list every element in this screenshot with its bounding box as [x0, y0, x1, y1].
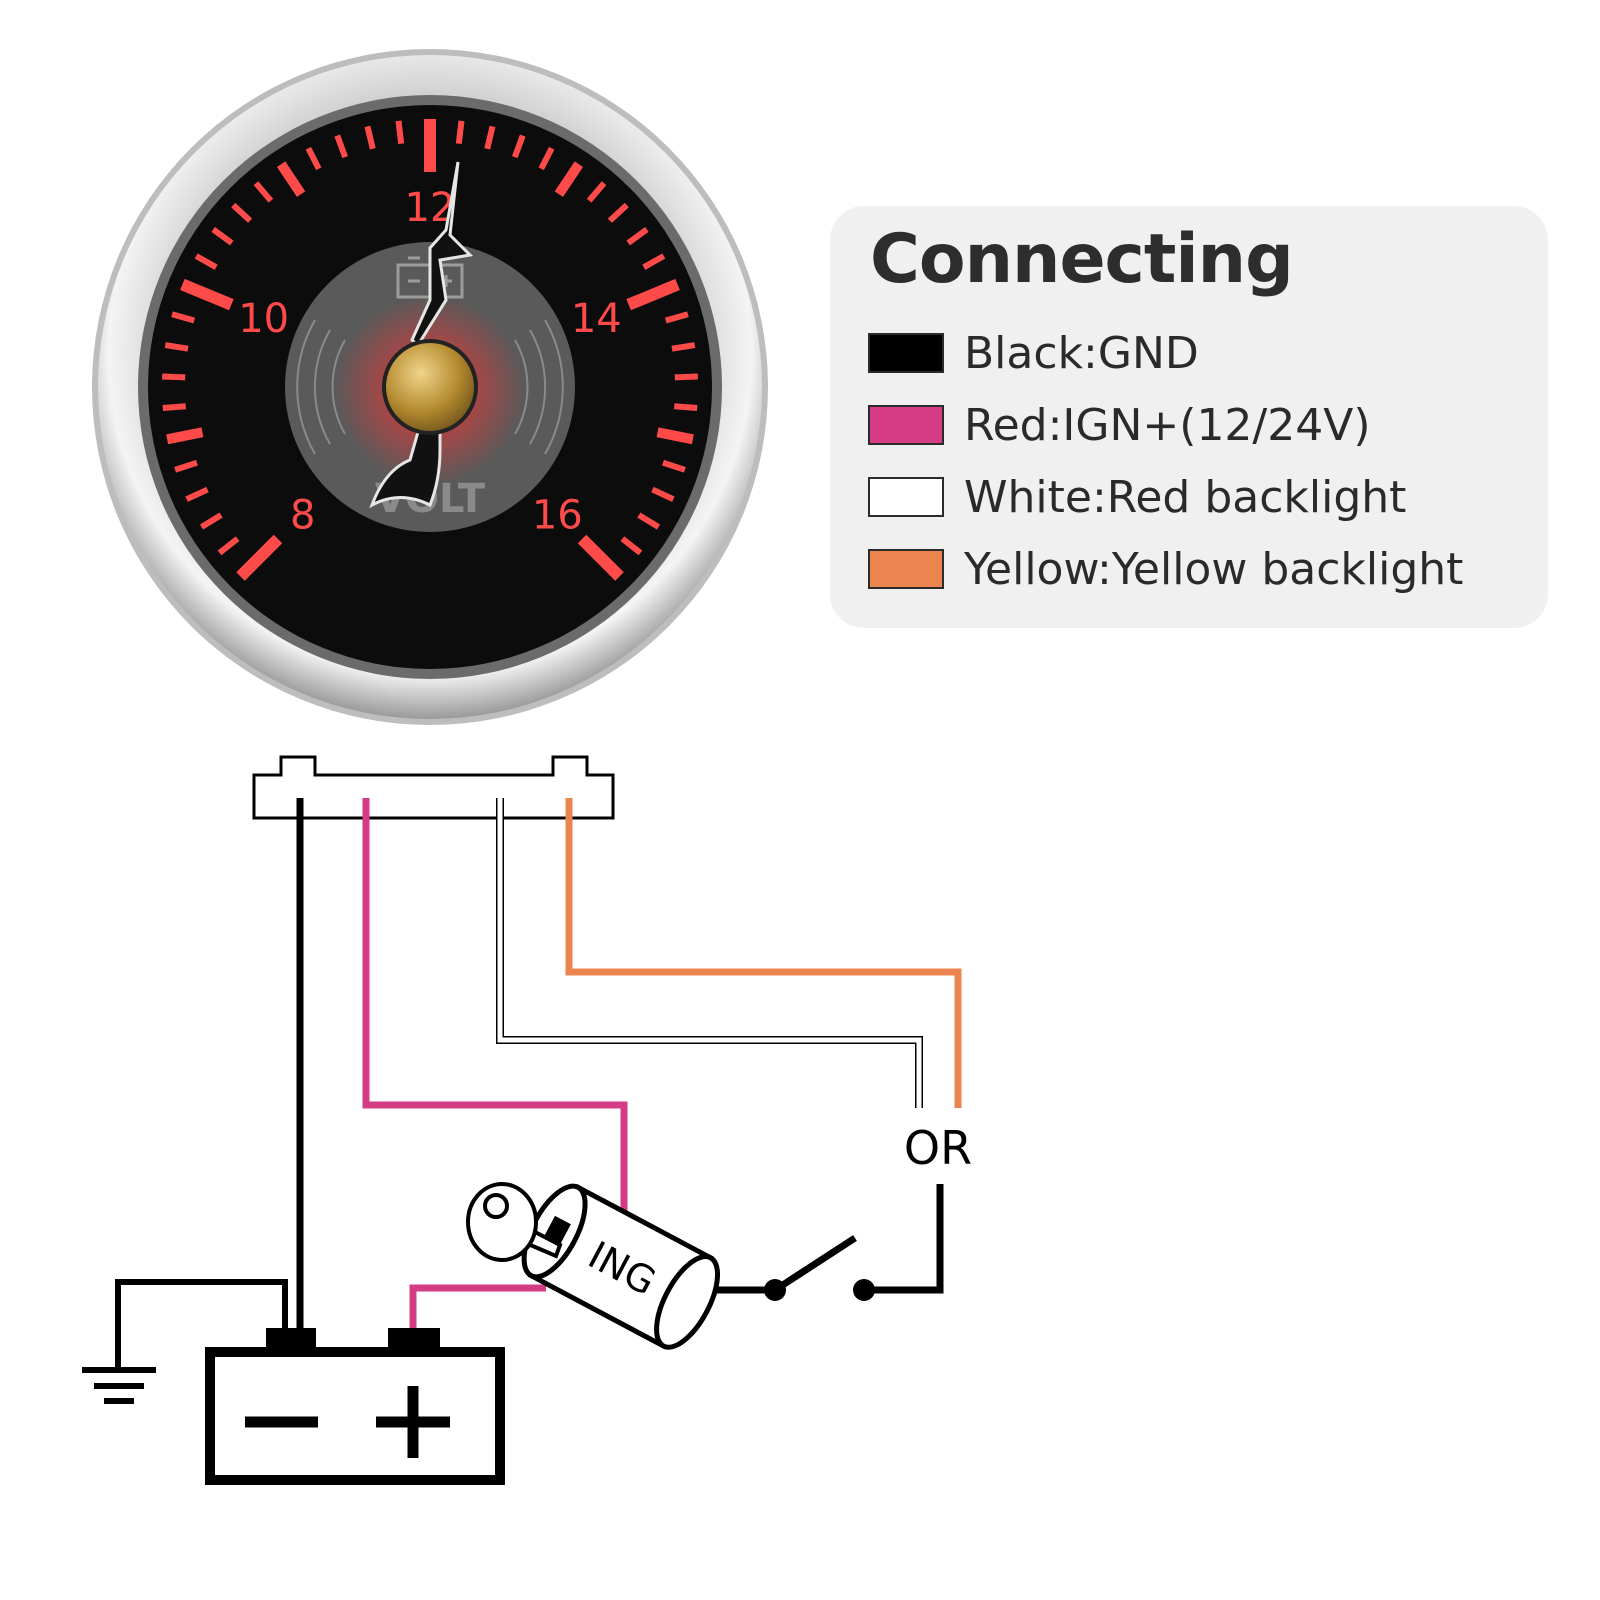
gauge-minor-tick	[651, 486, 675, 502]
gauge-minor-tick	[231, 202, 253, 223]
legend-item-yellow: Yellow:Yellow backlight	[868, 543, 1464, 595]
legend-swatch-yellow	[868, 549, 944, 589]
legend-swatch-red	[868, 405, 944, 445]
gauge-minor-tick	[664, 311, 689, 324]
gauge-minor-tick	[620, 536, 643, 556]
gauge-minor-tick	[637, 512, 661, 530]
gauge-minor-tick	[662, 459, 686, 473]
legend-label-black: Black:GND	[964, 327, 1199, 379]
gauge-minor-tick	[162, 373, 186, 381]
legend-label-white: White:Red backlight	[964, 471, 1407, 523]
gauge-minor-tick	[554, 161, 584, 197]
gauge-minor-tick	[174, 459, 198, 473]
legend-label-red: Red:IGN+(12/24V)	[964, 399, 1371, 451]
gauge-minor-tick	[671, 342, 696, 352]
white-wire-fill	[497, 798, 922, 1108]
orange-wire	[565, 798, 962, 1108]
gauge-minor-tick	[364, 125, 376, 150]
gauge-minor-tick	[166, 427, 204, 445]
gauge-minor-tick	[217, 536, 240, 556]
gauge-scale-label: 16	[532, 492, 583, 538]
gauge-minor-tick	[607, 202, 629, 223]
gauge-minor-tick	[642, 253, 666, 270]
gauge-minor-tick	[538, 146, 555, 171]
gauge-major-tick	[626, 278, 680, 311]
red-wire-battery	[409, 1284, 546, 1340]
gauge-hub	[382, 339, 478, 435]
legend-swatch-black	[868, 333, 944, 373]
gauge-minor-tick	[276, 161, 306, 197]
ground-symbol-icon	[82, 1279, 288, 1404]
gauge-minor-tick	[626, 227, 649, 246]
gauge-major-tick	[180, 278, 234, 311]
gauge-minor-tick	[674, 373, 698, 381]
legend-item-red: Red:IGN+(12/24V)	[868, 399, 1371, 451]
gauge-minor-tick	[162, 403, 186, 412]
gauge-minor-tick	[194, 253, 218, 270]
connector-block	[252, 755, 615, 820]
gauge-scale-label: 14	[571, 296, 622, 342]
gauge-minor-tick	[164, 342, 189, 352]
legend-item-white: White:Red backlight	[868, 471, 1407, 523]
or-label: OR	[904, 1121, 972, 1175]
battery-symbol	[205, 1328, 505, 1485]
gauge-center-rings	[296, 319, 564, 455]
white-wire	[496, 798, 923, 1108]
gauge-minor-tick	[185, 486, 209, 502]
gauge-minor-tick	[305, 146, 322, 171]
gauge-scale-label: 8	[290, 492, 315, 538]
gauge-major-tick	[236, 534, 283, 581]
gauge-minor-tick	[455, 120, 465, 145]
gauge-minor-tick	[211, 227, 234, 246]
toggle-switch	[698, 1184, 944, 1301]
gauge-minor-tick	[334, 134, 349, 159]
gauge-minor-tick	[199, 512, 223, 530]
gauge-minor-tick	[395, 120, 405, 145]
legend-item-black: Black:GND	[868, 327, 1199, 379]
gauge-ticks	[162, 119, 698, 581]
gauge-minor-tick	[656, 427, 694, 445]
red-wire	[362, 798, 628, 1228]
gauge-minor-tick	[674, 403, 698, 412]
legend-swatch-white	[868, 477, 944, 517]
gauge-minor-tick	[171, 311, 196, 324]
gauge-scale-label: 10	[238, 296, 289, 342]
gauge-minor-tick	[511, 134, 526, 159]
legend-label-yellow: Yellow:Yellow backlight	[964, 543, 1464, 595]
connection-legend: Connecting Black:GND Red:IGN+(12/24V) Wh…	[830, 206, 1548, 628]
ignition-switch: ING	[521, 1183, 721, 1350]
gauge-minor-tick	[484, 125, 496, 150]
legend-title: Connecting	[870, 220, 1294, 299]
gauge-major-tick	[577, 534, 624, 581]
gauge-minor-tick	[586, 181, 607, 203]
gauge-minor-tick	[253, 181, 274, 203]
ignition-key-icon	[466, 1182, 563, 1262]
